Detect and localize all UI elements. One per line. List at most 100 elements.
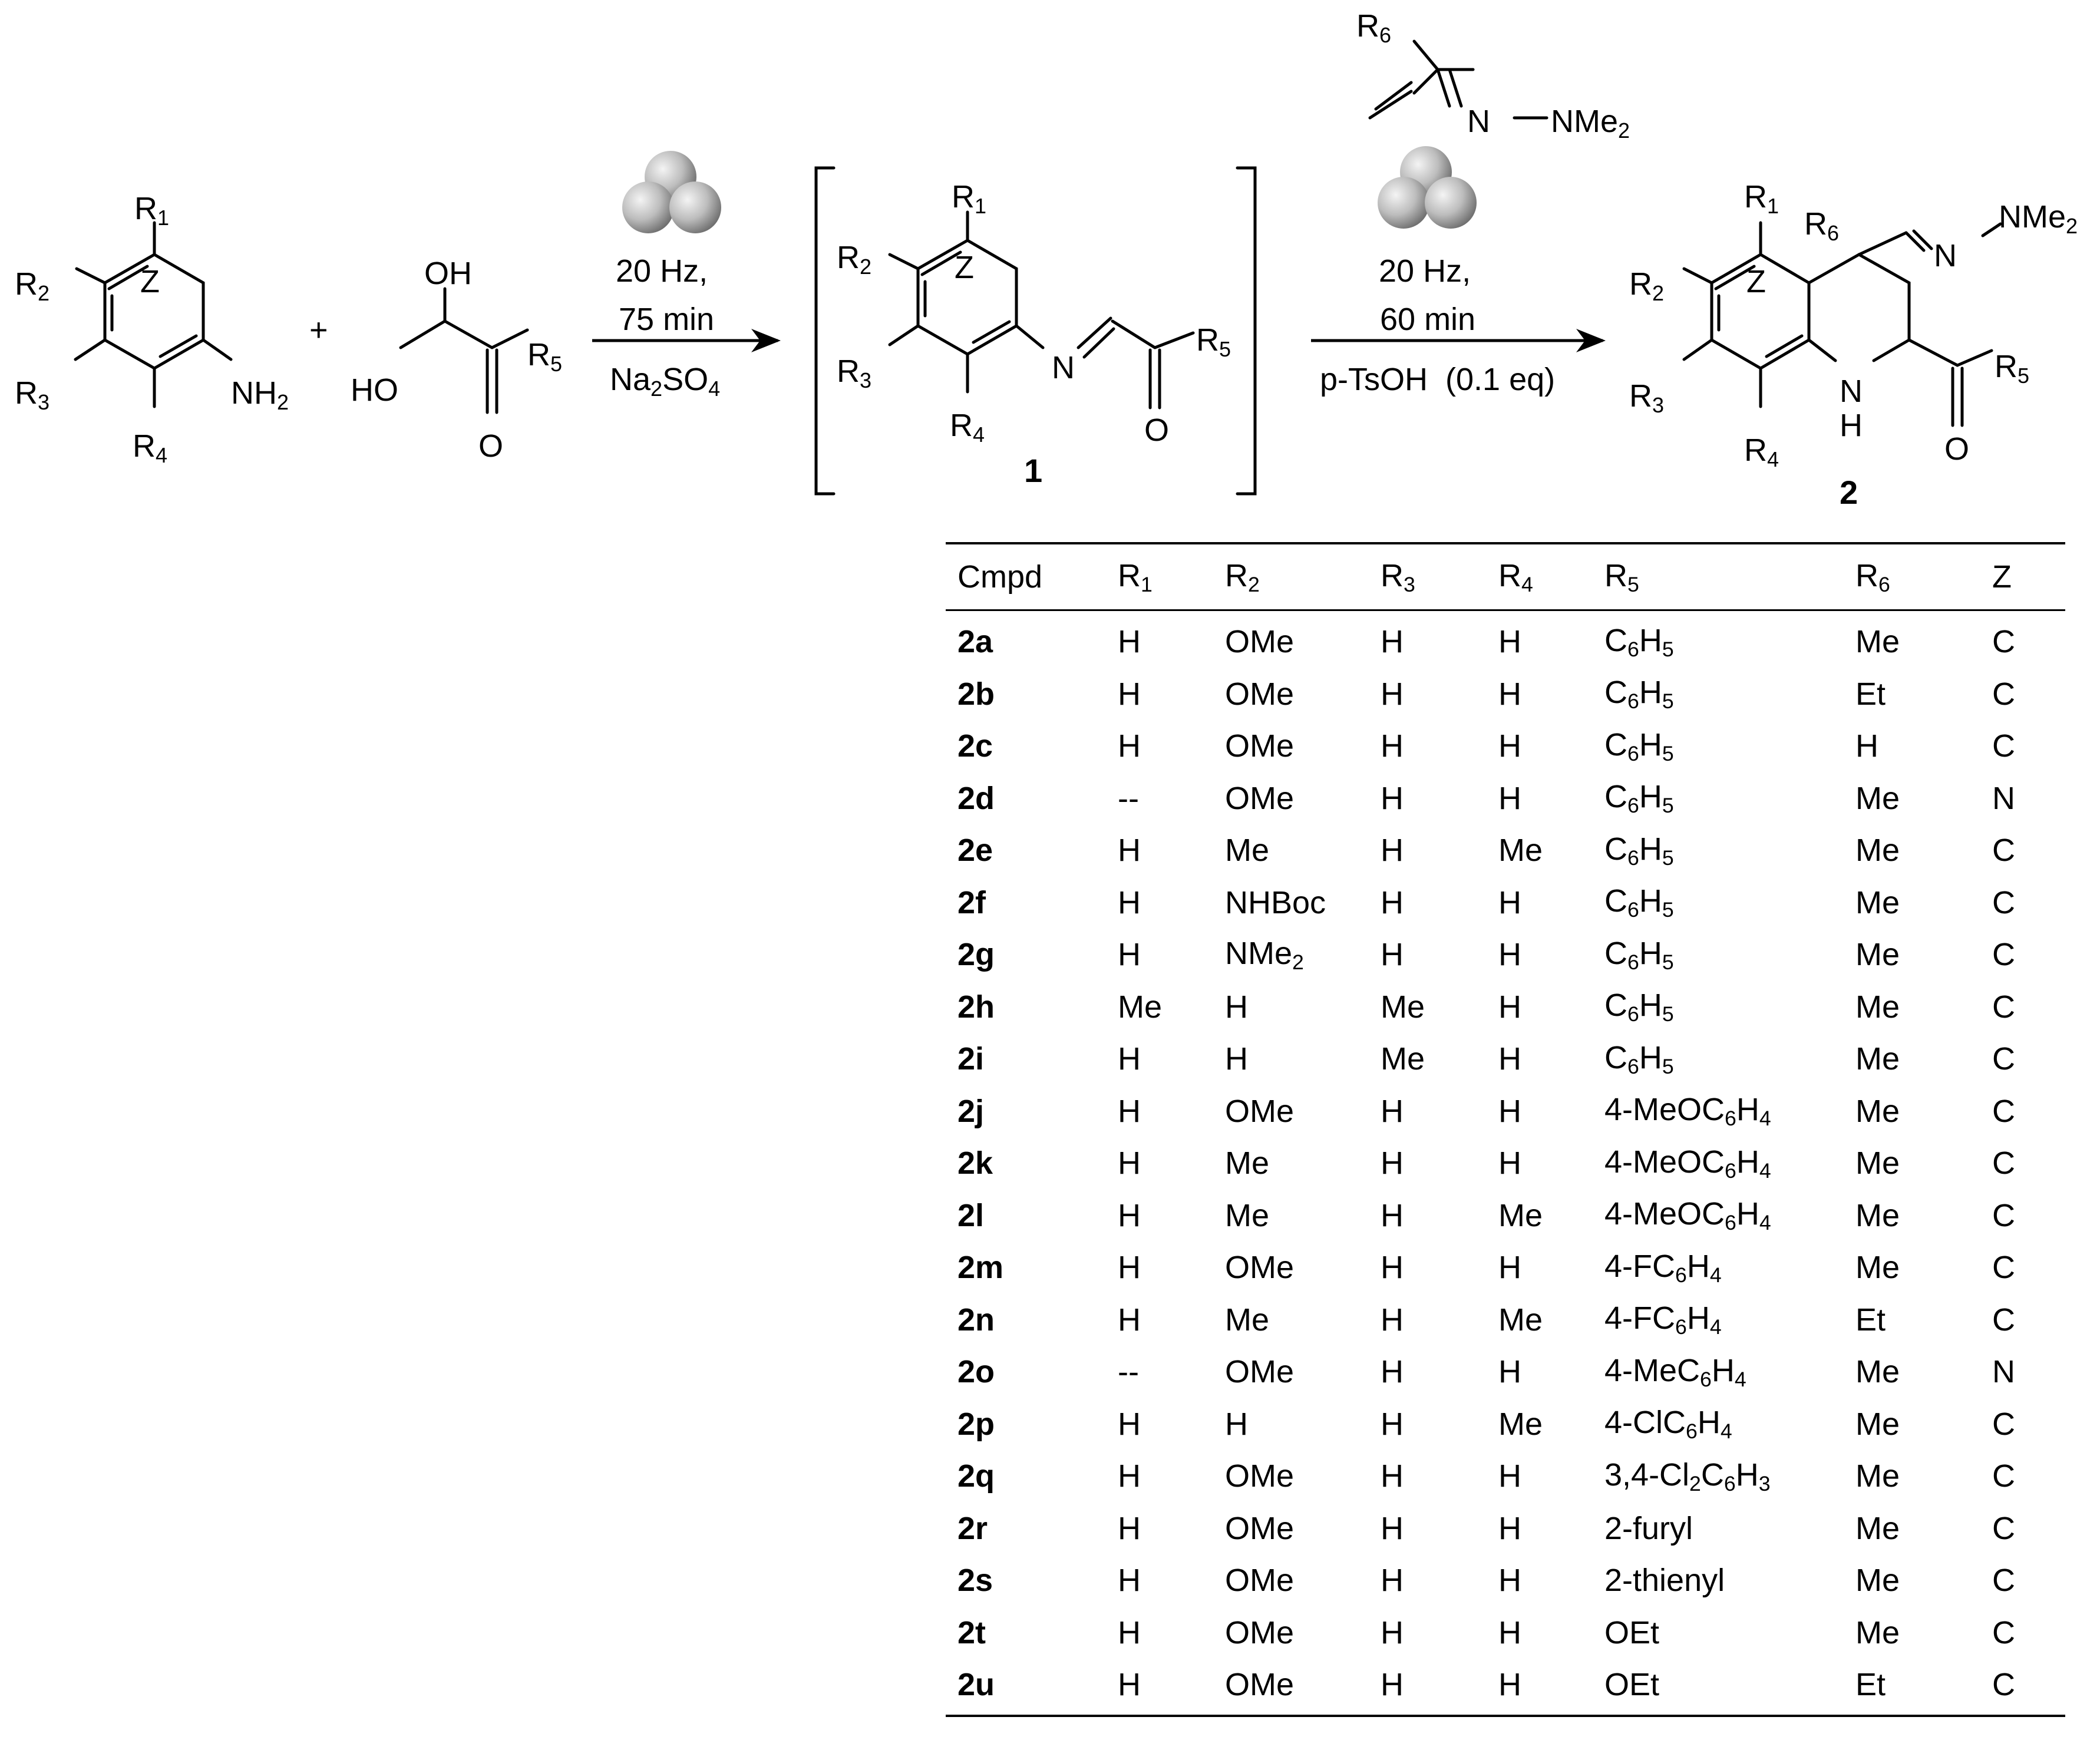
table-cell-r5: 4-FC6H4: [1604, 1248, 1722, 1287]
compound-id: 2s: [957, 1563, 993, 1599]
table-header-r5: R5: [1604, 557, 1639, 596]
table-cell-r6: Me: [1855, 1250, 1900, 1286]
table-cell-r2: OMe: [1225, 780, 1295, 816]
compound-id: 2d: [957, 780, 995, 816]
table-cell-r6: Me: [1855, 1197, 1900, 1233]
compound-id: 2e: [957, 833, 993, 869]
table-cell-r2: H: [1225, 989, 1248, 1025]
table-cell-r1: H: [1118, 1510, 1141, 1546]
table-cell-r4: H: [1498, 1667, 1521, 1703]
table-cell-r4: H: [1498, 676, 1521, 712]
product-label: 2: [1840, 474, 1858, 511]
compound-id: 2a: [957, 624, 993, 660]
table-cell-r2: OMe: [1225, 1510, 1295, 1546]
table-cell-r1: H: [1118, 728, 1141, 764]
product-r1: R1: [1744, 179, 1779, 218]
aniline-z: Z: [140, 264, 160, 299]
compound-id: 2m: [957, 1250, 1004, 1286]
table-cell-r3: H: [1381, 1667, 1404, 1703]
table-cell-r3: H: [1381, 1354, 1404, 1390]
table-cell-r2: Me: [1225, 1145, 1270, 1181]
table-cell-z: C: [1992, 1510, 2015, 1546]
plus-sign: +: [309, 312, 328, 348]
table-cell-r6: Me: [1855, 624, 1900, 660]
table-cell-r5: C6H5: [1604, 831, 1674, 870]
compound-id: 2h: [957, 989, 995, 1025]
compound-id: 2g: [957, 937, 995, 973]
intermediate-label: 1: [1024, 452, 1042, 489]
table-cell-r4: H: [1498, 728, 1521, 764]
product-nh-h: H: [1840, 408, 1863, 443]
table-cell-r2: H: [1225, 1406, 1248, 1442]
table-cell-r6: H: [1855, 728, 1878, 764]
table-header-r3: R3: [1381, 557, 1415, 596]
aniline-nh2: NH2: [231, 375, 289, 414]
table-cell-r3: Me: [1381, 989, 1425, 1025]
table-cell-z: C: [1992, 1197, 2015, 1233]
table-cell-r2: OMe: [1225, 1614, 1295, 1650]
step1-frequency: 20 Hz,: [616, 253, 708, 289]
hydrazone-n: N: [1467, 104, 1490, 139]
table-cell-r3: H: [1381, 1563, 1404, 1599]
table-cell-r6: Et: [1855, 676, 1886, 712]
table-cell-r2: OMe: [1225, 676, 1295, 712]
table-cell-r3: H: [1381, 1458, 1404, 1494]
table-bottom-rule: [946, 1714, 2065, 1717]
table-cell-z: C: [1992, 1563, 2015, 1599]
table-cell-r2: OMe: [1225, 1458, 1295, 1494]
table-cell-r2: OMe: [1225, 1354, 1295, 1390]
compound-id: 2b: [957, 676, 995, 712]
table-cell-r6: Me: [1855, 937, 1900, 973]
table-cell-r4: H: [1498, 780, 1521, 816]
table-header-cmpd: Cmpd: [957, 559, 1043, 595]
table-cell-r4: H: [1498, 989, 1521, 1025]
table-cell-r3: H: [1381, 1197, 1404, 1233]
table-cell-r4: Me: [1498, 1197, 1543, 1233]
intermediate-structure: [888, 210, 1195, 410]
table-cell-r5: C6H5: [1604, 883, 1674, 922]
aniline-r2: R2: [15, 266, 49, 305]
intermediate-n: N: [1052, 350, 1075, 385]
compound-id: 2f: [957, 884, 986, 920]
compound-id: 2u: [957, 1667, 995, 1703]
table-cell-r5: C6H5: [1604, 727, 1674, 765]
intermediate-brackets: [814, 166, 1257, 496]
table-cell-r5: 4-MeOC6H4: [1604, 1092, 1771, 1131]
table-header-r4: R4: [1498, 557, 1533, 596]
table-cell-r3: H: [1381, 833, 1404, 869]
table-cell-r5: 2-furyl: [1604, 1510, 1693, 1546]
table-cell-r2: OMe: [1225, 1563, 1295, 1599]
table-cell-r6: Me: [1855, 989, 1900, 1025]
table-cell-r1: H: [1118, 1145, 1141, 1181]
table-cell-r5: C6H5: [1604, 988, 1674, 1026]
table-cell-r4: H: [1498, 1250, 1521, 1286]
product-n-top: N: [1934, 238, 1957, 273]
table-cell-z: C: [1992, 1667, 2015, 1703]
table-cell-r5: 2-thienyl: [1604, 1563, 1725, 1599]
table-cell-r2: Me: [1225, 1302, 1270, 1338]
table-cell-r5: 4-MeOC6H4: [1604, 1144, 1771, 1183]
table-cell-r1: H: [1118, 1563, 1141, 1599]
table-cell-r2: Me: [1225, 833, 1270, 869]
table-cell-r1: --: [1118, 780, 1139, 816]
step2-time: 60 min: [1380, 302, 1475, 337]
table-cell-z: C: [1992, 676, 2015, 712]
product-r2: R2: [1629, 266, 1664, 305]
table-cell-z: C: [1992, 1145, 2015, 1181]
table-cell-r6: Me: [1855, 1406, 1900, 1442]
table-cell-z: C: [1992, 989, 2015, 1025]
table-cell-z: C: [1992, 937, 2015, 973]
product-nh-n: N: [1840, 374, 1863, 409]
table-cell-r4: H: [1498, 1614, 1521, 1650]
table-cell-r2: Me: [1225, 1197, 1270, 1233]
table-cell-r6: Et: [1855, 1302, 1886, 1338]
